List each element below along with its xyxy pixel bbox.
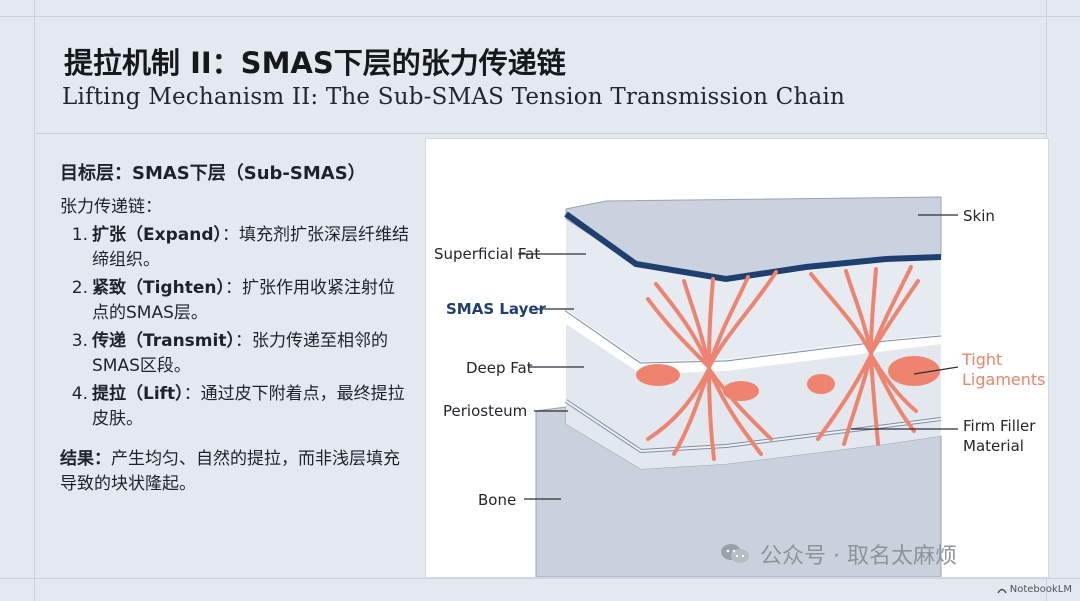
- label-periosteum: Periosteum: [443, 402, 527, 420]
- step-number: 4.: [60, 382, 92, 433]
- page-subtitle: Lifting Mechanism II: The Sub-SMAS Tensi…: [62, 84, 845, 110]
- step-body: 扩张（Expand）：填充剂扩张深层纤维结缔组织。: [92, 223, 410, 274]
- wechat-icon: [720, 542, 750, 566]
- list-item: 4. 提拉（Lift）：通过皮下附着点，最终提拉皮肤。: [60, 382, 410, 433]
- step-key: 扩张（Expand）: [92, 225, 222, 245]
- step-number: 3.: [60, 329, 92, 380]
- result-body: 产生均匀、自然的提拉，而非浅层填充导致的块状隆起。: [60, 449, 400, 495]
- frame-line-top: [0, 16, 1080, 17]
- step-number: 2.: [60, 276, 92, 327]
- step-key: 提拉（Lift）: [92, 384, 184, 404]
- watermark: 公众号 · 取名太麻烦: [720, 538, 957, 570]
- list-item: 1. 扩张（Expand）：填充剂扩张深层纤维结缔组织。: [60, 223, 410, 274]
- diagram-panel: Skin Superficial Fat SMAS Layer Deep Fat…: [425, 138, 1049, 578]
- step-key: 传递（Transmit）: [92, 331, 235, 351]
- label-smas-layer: SMAS Layer: [446, 300, 547, 318]
- page-title: 提拉机制 II：SMAS下层的张力传递链: [64, 40, 566, 82]
- explanation-panel: 目标层：SMAS下层（Sub-SMAS） 张力传递链： 1. 扩张（Expand…: [60, 160, 410, 498]
- step-list: 1. 扩张（Expand）：填充剂扩张深层纤维结缔组织。 2. 紧致（Tight…: [60, 223, 410, 433]
- label-bone: Bone: [478, 491, 516, 509]
- step-body: 提拉（Lift）：通过皮下附着点，最终提拉皮肤。: [92, 382, 410, 433]
- frame-line-left: [34, 0, 35, 601]
- label-superficial-fat: Superficial Fat: [434, 245, 540, 263]
- result-key: 结果：: [60, 449, 111, 469]
- notebooklm-text: NotebookLM: [1010, 584, 1072, 595]
- tissue-layer-diagram: Skin Superficial Fat SMAS Layer Deep Fat…: [426, 139, 1048, 577]
- header: 提拉机制 II：SMAS下层的张力传递链 Lifting Mechanism I…: [36, 18, 1046, 134]
- label-skin: Skin: [963, 207, 995, 225]
- step-body: 紧致（Tighten）：扩张作用收紧注射位点的SMAS层。: [92, 276, 410, 327]
- watermark-text: 公众号 · 取名太麻烦: [760, 538, 957, 570]
- target-layer-heading: 目标层：SMAS下层（Sub-SMAS）: [60, 160, 410, 187]
- list-item: 2. 紧致（Tighten）：扩张作用收紧注射位点的SMAS层。: [60, 276, 410, 327]
- step-body: 传递（Transmit）：张力传递至相邻的SMAS区段。: [92, 329, 410, 380]
- list-item: 3. 传递（Transmit）：张力传递至相邻的SMAS区段。: [60, 329, 410, 380]
- result-text: 结果：产生均匀、自然的提拉，而非浅层填充导致的块状隆起。: [60, 447, 410, 498]
- frame-line-bottom: [0, 578, 1080, 579]
- chain-label: 张力传递链：: [60, 195, 410, 221]
- label-deep-fat: Deep Fat: [466, 359, 533, 377]
- step-number: 1.: [60, 223, 92, 274]
- notebooklm-icon: [997, 586, 1007, 594]
- notebooklm-badge: NotebookLM: [997, 584, 1072, 595]
- step-key: 紧致（Tighten）: [92, 278, 225, 298]
